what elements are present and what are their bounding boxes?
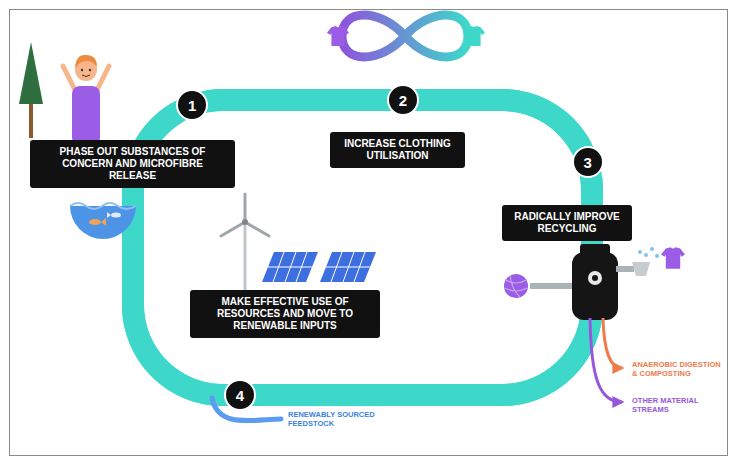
- step-number-circle: 3: [572, 146, 604, 178]
- material-stream: [590, 318, 622, 402]
- tshirt-icon: [463, 26, 485, 46]
- infinity-loop: [342, 15, 468, 57]
- turbine-hub: [242, 219, 248, 225]
- recycling-machine-icon: [504, 244, 685, 320]
- turbine-blade: [221, 222, 245, 236]
- step-label-box: PHASE OUT SUBSTANCES OF CONCERN AND MICR…: [30, 140, 235, 188]
- fish: [89, 219, 101, 225]
- fish: [111, 213, 121, 218]
- composting-stream: [603, 318, 622, 368]
- step-number: 4: [236, 388, 244, 403]
- yarn-strands: [505, 276, 527, 297]
- turbine-blade: [244, 194, 247, 222]
- stream-label: RENEWABLY SOURCED FEEDSTOCK: [288, 410, 383, 428]
- turbine-mast: [244, 224, 247, 292]
- step-label-box: RADICALLY IMPROVE RECYCLING: [502, 205, 632, 241]
- water-drop: [655, 254, 659, 258]
- machine-body: [572, 252, 618, 320]
- water-drop: [638, 250, 642, 254]
- machine-dial: [588, 271, 602, 285]
- turbine-blade: [245, 222, 269, 236]
- solar-panel: [262, 252, 318, 282]
- water-drop: [650, 247, 654, 251]
- yarn-ball: [504, 274, 528, 298]
- frame-border: [10, 10, 728, 456]
- step-label: INCREASE CLOTHING UTILISATION: [338, 138, 457, 162]
- tree-crown: [19, 42, 43, 104]
- tree-icon: [19, 42, 43, 138]
- machine-pipe: [616, 266, 634, 272]
- water-bowl-icon: [70, 203, 136, 239]
- tshirt-icon: [327, 26, 349, 46]
- water-wave: [70, 203, 136, 209]
- loop-segment: [208, 100, 387, 101]
- step-label-box: INCREASE CLOTHING UTILISATION: [330, 132, 465, 168]
- step-number: 1: [188, 98, 196, 113]
- wind-turbine-icon: [221, 194, 269, 292]
- step-label: PHASE OUT SUBSTANCES OF CONCERN AND MICR…: [38, 146, 227, 182]
- stream-label: OTHER MATERIAL STREAMS: [632, 396, 722, 414]
- step-number-circle: 1: [176, 89, 208, 121]
- step-number: 2: [399, 93, 407, 108]
- tshirt-icon: [661, 247, 685, 269]
- panel-grid: [326, 252, 370, 282]
- machine-pipe: [530, 283, 574, 289]
- person-icon: [63, 55, 109, 146]
- stream-label: ANAEROBIC DIGESTION & COMPOSTING: [632, 360, 722, 378]
- machine-dial-center: [592, 275, 598, 281]
- machine-cup: [632, 262, 650, 276]
- step-label-box: MAKE EFFECTIVE USE OF RESOURCES AND MOVE…: [190, 290, 380, 338]
- person-hair: [75, 55, 97, 68]
- step-number-circle: 2: [387, 84, 419, 116]
- step-number-circle: 4: [224, 379, 256, 411]
- person-eye: [89, 69, 91, 71]
- step-number: 3: [583, 155, 591, 170]
- person-shirt: [72, 86, 100, 146]
- step-label: RADICALLY IMPROVE RECYCLING: [510, 211, 624, 235]
- fish-tail: [101, 218, 106, 226]
- panel-grid: [268, 252, 312, 282]
- person-eye: [81, 69, 83, 71]
- water-drop: [644, 253, 648, 257]
- fish-tail: [107, 212, 111, 218]
- step-label: MAKE EFFECTIVE USE OF RESOURCES AND MOVE…: [198, 296, 372, 332]
- person-smile: [82, 75, 90, 77]
- solar-panels-icon: [262, 252, 376, 282]
- water-bowl: [70, 206, 136, 239]
- solar-panel: [320, 252, 376, 282]
- infinity-icon: [327, 15, 485, 57]
